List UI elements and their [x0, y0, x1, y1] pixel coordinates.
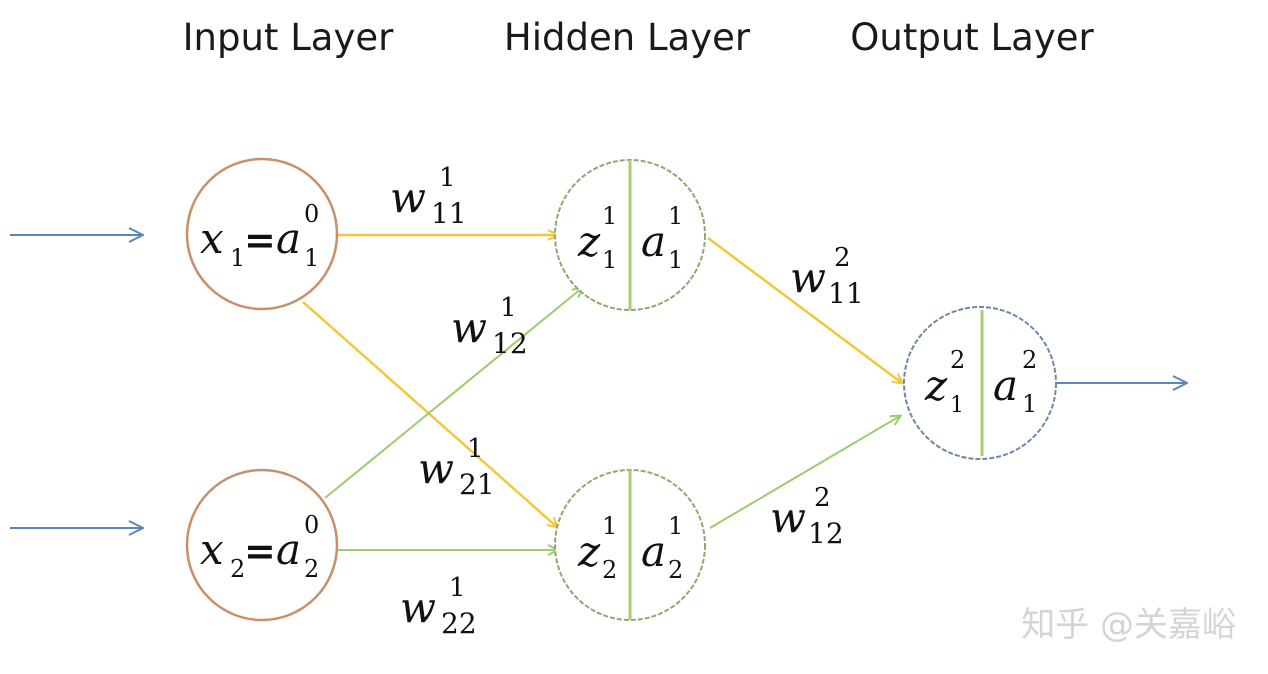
node-o1-z-sub: 1	[950, 393, 964, 418]
output-layer-title: Output Layer	[850, 16, 1094, 59]
node-x1-act-sub: 1	[304, 244, 319, 272]
weight-w11-1-sub: 11	[431, 197, 467, 230]
weight-w11-2-base: w	[790, 253, 826, 302]
input-layer-title: Input Layer	[183, 16, 395, 59]
edge-h1-o1	[707, 236, 902, 383]
node-o1-z-sup: 2	[950, 346, 965, 374]
weight-w12-2-sup: 2	[814, 483, 831, 513]
node-h1: z 1 1 a 1 1	[554, 159, 706, 311]
edge-h2-o1	[709, 416, 900, 529]
node-x1-var-sub: 1	[230, 244, 245, 272]
weight-w12-1-sup: 1	[500, 293, 517, 323]
node-o1: z 2 1 a 2 1	[903, 306, 1057, 460]
weight-w12-2: w 2 12	[770, 483, 844, 550]
node-x1: x 1 = a 0 1	[185, 157, 339, 311]
node-x2-var: x	[200, 525, 224, 574]
weight-w11-2: w 2 11	[790, 243, 864, 310]
weight-w21-1-sub: 21	[459, 468, 495, 501]
node-x2-var-sub: 2	[230, 555, 245, 583]
weight-w21-1: w 1 21	[418, 434, 495, 501]
watermark: 知乎 @关嘉峪	[1021, 605, 1236, 645]
node-h1-a: a	[641, 217, 666, 266]
edge-x1-h2	[302, 301, 557, 527]
node-h2-a-sup: 1	[668, 512, 683, 540]
node-h2: z 1 2 a 1 2	[554, 469, 706, 621]
node-h1-z-sup: 1	[602, 202, 617, 230]
node-x1-act-sup: 0	[304, 200, 319, 228]
node-x2-act: a	[276, 525, 301, 574]
weight-w12-1-base: w	[451, 303, 487, 352]
node-h2-z-sup: 1	[602, 512, 617, 540]
node-x2-eq: =	[244, 528, 276, 573]
node-h2-z-sub: 2	[602, 556, 617, 584]
node-o1-a-sup: 2	[1022, 346, 1037, 374]
weight-w11-1: w 1 11	[390, 163, 467, 230]
weight-w11-2-sup: 2	[834, 243, 851, 273]
node-x1-var: x	[200, 214, 224, 263]
weight-w21-1-sup: 1	[467, 434, 484, 464]
weight-w22-1-sup: 1	[449, 573, 466, 603]
node-x1-eq: =	[244, 217, 276, 262]
node-o1-a: a	[993, 361, 1018, 410]
node-h2-z: z	[577, 527, 601, 576]
weight-w12-1-sub: 12	[492, 327, 528, 360]
node-o1-a-sub: 1	[1022, 390, 1037, 418]
weight-w12-2-sub: 12	[808, 517, 844, 550]
weight-w11-1-base: w	[390, 173, 426, 222]
node-x2: x 2 = a 0 2	[185, 468, 339, 622]
hidden-layer-title: Hidden Layer	[504, 16, 751, 59]
node-h2-a-sub: 2	[668, 556, 683, 584]
node-x2-act-sup: 0	[304, 511, 319, 539]
node-h1-a-sub: 1	[668, 246, 683, 274]
node-h1-a-sup: 1	[668, 202, 683, 230]
node-h1-z: z	[577, 217, 601, 266]
node-x1-act: a	[276, 214, 301, 263]
node-o1-z: z	[924, 361, 948, 410]
weight-w22-1-base: w	[400, 583, 436, 632]
weight-w11-1-sup: 1	[439, 163, 456, 193]
edge-x2-h1	[324, 288, 582, 499]
weight-w11-2-sub: 11	[828, 277, 864, 310]
weight-w21-1-base: w	[418, 444, 454, 493]
weight-w12-2-base: w	[770, 493, 806, 542]
node-h1-z-sub: 1	[602, 246, 617, 274]
weight-w22-1: w 1 22	[400, 573, 477, 640]
node-h2-a: a	[641, 527, 666, 576]
weight-w22-1-sub: 22	[441, 607, 477, 640]
node-x2-act-sub: 2	[304, 555, 319, 583]
weight-w12-1: w 1 12	[451, 293, 528, 360]
